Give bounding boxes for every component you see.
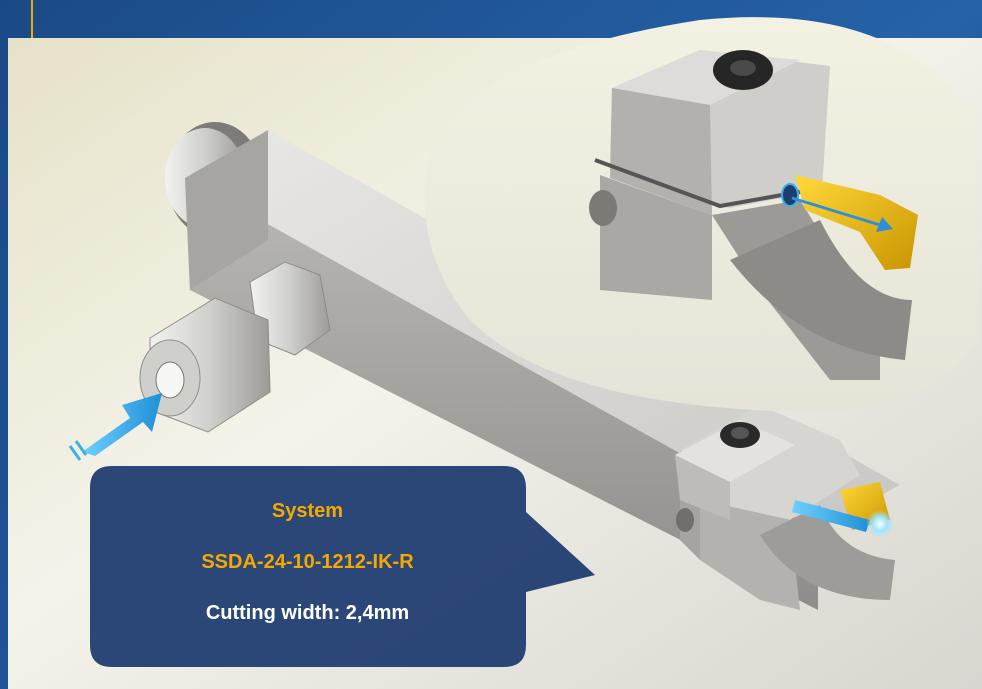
detail-zoom — [424, 17, 981, 413]
torx-screw-icon — [713, 50, 773, 90]
coolant-jet-icon — [792, 500, 894, 538]
coolant-inlet-arrow-icon — [68, 393, 162, 461]
torx-screw-icon — [720, 422, 760, 448]
callout-bubble — [90, 466, 595, 667]
cutting-insert-detail — [795, 175, 918, 270]
